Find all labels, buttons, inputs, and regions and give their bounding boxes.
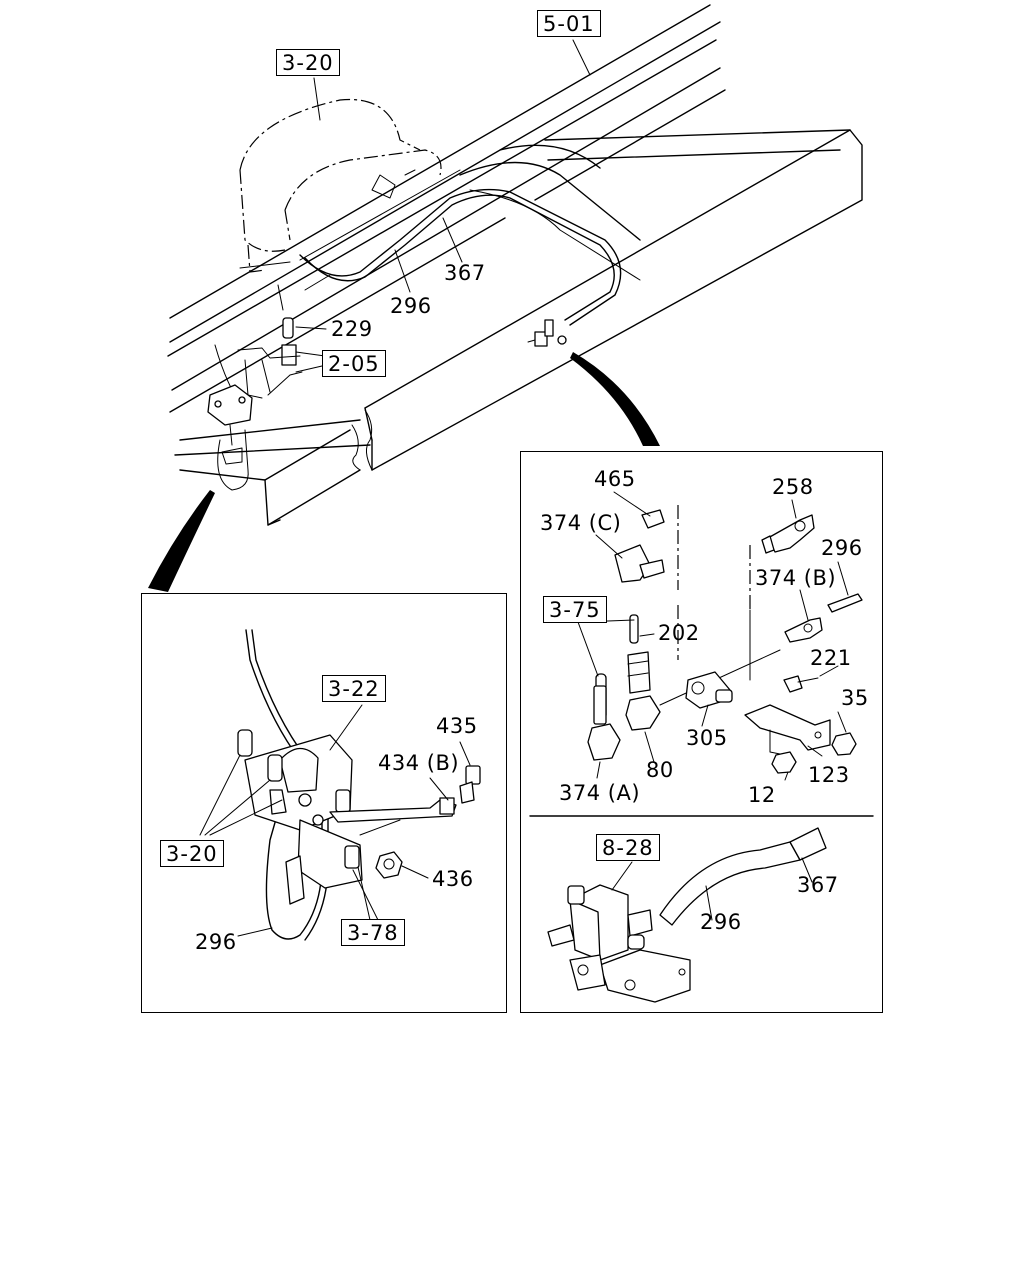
left-panel-artwork xyxy=(200,630,480,940)
top-left-valve xyxy=(208,345,252,490)
label-374a: 374 (A) xyxy=(559,781,641,805)
label-374c: 374 (C) xyxy=(540,511,622,535)
top-leader-lines xyxy=(296,40,590,372)
label-229: 229 xyxy=(331,317,373,341)
top-fittings xyxy=(238,318,566,398)
pointer-to-left-panel xyxy=(148,490,215,592)
label-258: 258 xyxy=(772,475,814,499)
ref-5-01: 5-01 xyxy=(537,10,601,38)
top-brake-pipes xyxy=(240,190,621,325)
label-367-bottom: 367 xyxy=(797,873,839,897)
ref-8-28: 8-28 xyxy=(596,834,660,862)
air-tank-outline xyxy=(240,100,441,273)
label-374b: 374 (B) xyxy=(755,566,837,590)
label-80: 80 xyxy=(646,758,674,782)
label-465: 465 xyxy=(594,467,636,491)
right-lower-artwork xyxy=(548,828,826,1002)
chassis-frame xyxy=(168,5,862,525)
left-detail-panel xyxy=(141,593,507,1013)
label-202: 202 xyxy=(658,621,700,645)
right-panel-artwork xyxy=(530,492,873,816)
ref-3-20-left: 3-20 xyxy=(160,840,224,868)
ref-3-75: 3-75 xyxy=(543,596,607,624)
label-296-bottom: 296 xyxy=(700,910,742,934)
label-305: 305 xyxy=(686,726,728,750)
label-35: 35 xyxy=(841,686,869,710)
ref-3-22: 3-22 xyxy=(322,675,386,703)
label-435: 435 xyxy=(436,714,478,738)
label-367-top: 367 xyxy=(444,261,486,285)
label-123: 123 xyxy=(808,763,850,787)
right-detail-panel xyxy=(520,451,883,1013)
label-12: 12 xyxy=(748,783,776,807)
valve-right-top xyxy=(535,332,547,346)
label-436: 436 xyxy=(432,867,474,891)
fitting-229 xyxy=(283,318,293,338)
pointer-to-right-panel xyxy=(570,352,660,446)
label-296-top: 296 xyxy=(390,294,432,318)
ref-2-05: 2-05 xyxy=(322,350,386,378)
label-434b: 434 (B) xyxy=(378,751,460,775)
ref-3-20-top: 3-20 xyxy=(276,49,340,77)
label-296-right: 296 xyxy=(821,536,863,560)
ref-3-78: 3-78 xyxy=(341,919,405,947)
label-296-left: 296 xyxy=(195,930,237,954)
label-221: 221 xyxy=(810,646,852,670)
